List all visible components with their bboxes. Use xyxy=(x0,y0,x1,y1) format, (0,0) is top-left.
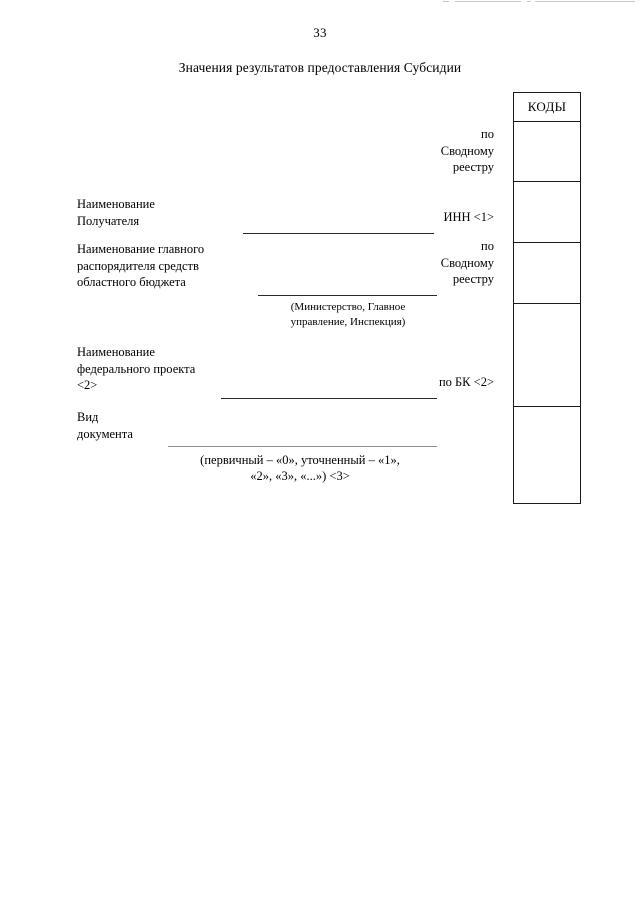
table-row xyxy=(513,303,581,407)
codes-table-header-row: КОДЫ xyxy=(513,92,581,122)
code-caption-po-bk: по БК <2> xyxy=(438,375,494,389)
field-label-federalny-proekt: Наименование федерального проекта <2> xyxy=(77,345,196,392)
page-title: Значения результатов предоставления Субс… xyxy=(178,60,462,75)
table-row xyxy=(513,121,581,182)
table-row xyxy=(513,181,581,243)
page-number: 33 xyxy=(313,25,327,40)
codes-cell-svodny-reestr-1[interactable] xyxy=(513,121,581,182)
table-row xyxy=(513,242,581,304)
code-caption-svodny-reestr-1: по Сводному реестру xyxy=(440,127,494,174)
field-label-glavny-rasporyaditel: Наименование главного распорядителя сред… xyxy=(77,242,205,289)
scan-artifact xyxy=(455,1,521,2)
fill-in-rule-federalny-proekt[interactable] xyxy=(221,398,437,399)
scan-artifact xyxy=(527,1,531,2)
fill-in-rule-poluchatel[interactable] xyxy=(243,233,434,234)
note-agency-kind: (Министерство, Главное управление, Инспе… xyxy=(290,301,406,328)
table-row xyxy=(513,406,581,504)
codes-cell-po-bk[interactable] xyxy=(513,303,581,407)
codes-cell-inn[interactable] xyxy=(513,181,581,243)
scan-artifact xyxy=(535,1,635,2)
field-label-poluchatel: Наименование Получателя xyxy=(77,197,155,228)
codes-table-header-cell: КОДЫ xyxy=(513,92,581,122)
codes-cell-vid-dokumenta[interactable] xyxy=(513,406,581,504)
scan-artifact xyxy=(443,1,449,2)
code-caption-inn: ИНН <1> xyxy=(443,210,494,224)
fill-in-rule-glavny-rasporyaditel[interactable] xyxy=(258,295,437,296)
codes-table: КОДЫ xyxy=(513,92,581,504)
codes-cell-svodny-reestr-2[interactable] xyxy=(513,242,581,304)
code-caption-svodny-reestr-2: по Сводному реестру xyxy=(440,239,494,286)
field-label-vid-dokumenta: Вид документа xyxy=(77,410,133,441)
note-document-kind: (первичный – «0», уточненный – «1», «2»,… xyxy=(200,453,400,483)
fill-in-rule-vid-dokumenta[interactable] xyxy=(168,446,437,447)
